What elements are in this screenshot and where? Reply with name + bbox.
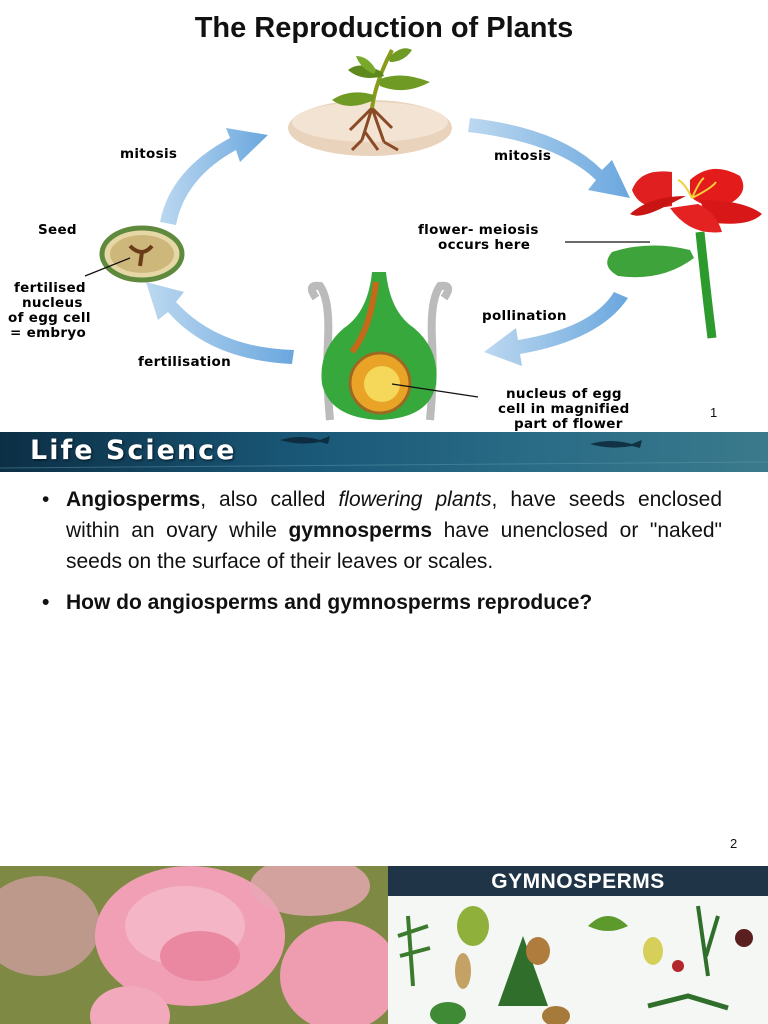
ovary-cross-section — [307, 272, 479, 421]
label-flower-1: flower- meiosis — [418, 222, 539, 238]
page-number: 2 — [730, 836, 738, 851]
roses-photo — [0, 866, 388, 1024]
bullet-list: Angiosperms, also called flowering plant… — [42, 484, 722, 628]
bullet-question: How do angiosperms and gymnosperms repro… — [42, 587, 722, 618]
slide-title: The Reproduction of Plants — [194, 12, 574, 44]
label-nucleus-2: cell in magnified — [498, 401, 630, 417]
flower-illustration — [565, 168, 762, 339]
label-fertilised-2: nucleus — [22, 295, 83, 311]
label-pollination: pollination — [482, 308, 567, 324]
label-fertilisation: fertilisation — [138, 354, 231, 370]
cycle-arrows — [146, 118, 630, 366]
label-flower-2: occurs here — [438, 237, 530, 253]
gymnosperms-header — [388, 866, 768, 896]
pink-roses-image — [0, 866, 388, 1024]
banner-title: Life Science — [30, 435, 237, 466]
label-mitosis-right: mitosis — [494, 148, 551, 164]
life-science-banner: Life Science — [0, 432, 768, 472]
gymnosperm-plants-image — [397, 905, 753, 1024]
label-nucleus-3: part of flower — [514, 416, 623, 432]
label-fertilised-4: = embryo — [10, 325, 86, 341]
label-seed: Seed — [38, 222, 77, 238]
gymnosperms-panel: GYMNOSPERMS — [388, 866, 768, 1024]
slide-1: The Reproduction of Plants — [0, 0, 768, 432]
bullet-angiosperms: Angiosperms, also called flowering plant… — [42, 484, 722, 577]
label-nucleus-1: nucleus of egg — [506, 386, 622, 402]
plant-life-cycle-diagram: mitosis mitosis Seed fertilised nucleus … — [8, 48, 762, 432]
label-fertilised-3: of egg cell — [8, 310, 91, 326]
seed-illustration — [84, 225, 185, 283]
gymnosperms-title: GYMNOSPERMS — [491, 870, 665, 893]
label-fertilised-1: fertilised — [14, 280, 86, 296]
label-mitosis-left: mitosis — [120, 146, 177, 162]
slide-2: Life Science Angiosperms, also called fl… — [0, 432, 768, 864]
page-number: 1 — [710, 405, 718, 420]
fish-silhouettes-icon — [0, 436, 768, 469]
slide-3: GYMNOSPERMS — [0, 864, 768, 1024]
seedling-illustration — [288, 48, 452, 156]
